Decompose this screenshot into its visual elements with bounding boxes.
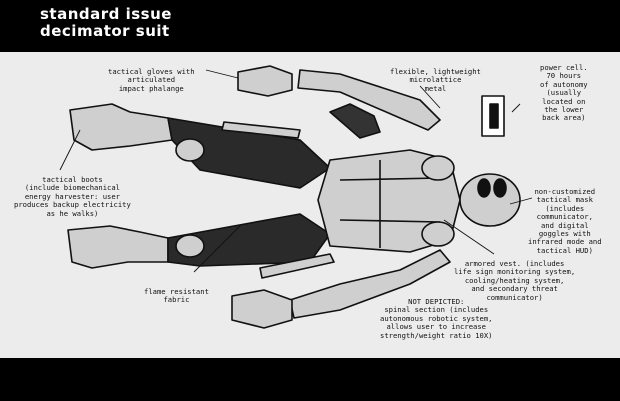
illustration-panel: tactical gloves with articulated impact … [0, 52, 620, 358]
vest-label: armored vest. (includes life sign monito… [454, 259, 576, 302]
glove-lower [231, 289, 293, 329]
boots-label: tactical boots (include biomechanical en… [14, 175, 131, 218]
suit-illustration [59, 65, 533, 329]
bottom-banner [0, 358, 620, 401]
arm-upper [297, 69, 441, 131]
spinal-label: NOT DEPICTED: spinal section (includes a… [380, 297, 493, 340]
page-title: standard issue decimator suit [40, 6, 172, 40]
tactical-mask [459, 173, 521, 227]
boot-upper [69, 103, 173, 151]
title-line-1: standard issue [40, 5, 172, 23]
leg-upper [167, 117, 331, 189]
fabric-label: flame resistant fabric [144, 287, 209, 305]
spine-segment [329, 103, 381, 139]
title-line-2: decimator suit [40, 22, 170, 40]
strap-lower [259, 253, 335, 279]
glove-upper [237, 65, 293, 97]
shoulder-plate-top [421, 155, 455, 181]
power-cell-label: power cell. 70 hours of autonomy (usuall… [540, 63, 588, 123]
knee-plate-lower [175, 234, 205, 258]
metal-label: flexible, lightweight microlattice metal [390, 67, 481, 93]
gloves-label: tactical gloves with articulated impact … [108, 67, 195, 93]
boot-lower [67, 225, 169, 269]
shoulder-plate-bottom [421, 221, 455, 247]
knee-plate-upper [175, 138, 205, 162]
strap-upper [221, 121, 301, 139]
mask-label: non-customized tactical mask (includes c… [528, 187, 602, 255]
top-banner: standard issue decimator suit [0, 0, 620, 52]
arm-lower [289, 249, 451, 319]
